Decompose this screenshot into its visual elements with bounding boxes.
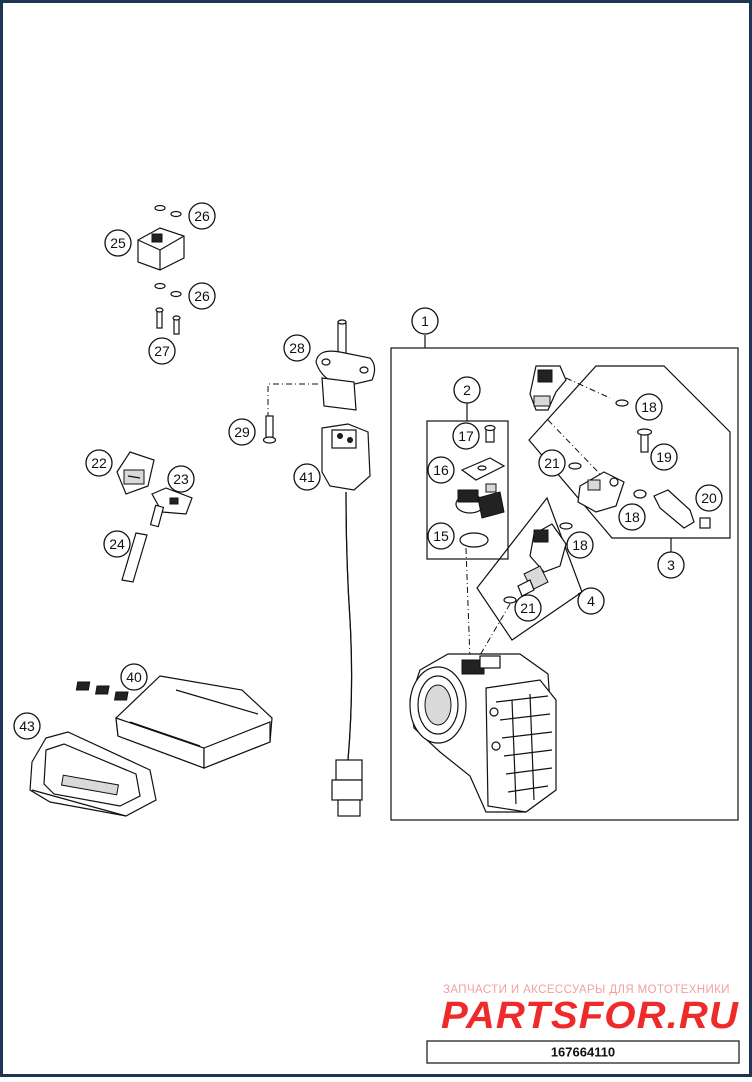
part-tps-sensor (455, 483, 505, 519)
callout-21-low: 21 (514, 594, 542, 622)
callout-23: 23 (167, 465, 195, 493)
svg-text:26: 26 (194, 208, 210, 224)
svg-text:21: 21 (544, 455, 560, 471)
svg-text:27: 27 (154, 343, 170, 359)
subassembly-box-3 (528, 365, 731, 539)
callout-18-mid: 18 (618, 503, 646, 531)
leader-4-body (475, 603, 511, 663)
svg-text:4: 4 (587, 593, 595, 609)
part-fuel-rail (577, 471, 625, 513)
leader-28-29 (267, 383, 318, 416)
svg-text:43: 43 (19, 718, 35, 734)
reference-number: 167664110 (551, 1045, 615, 1060)
callout-1: 1 (411, 307, 439, 335)
part-25-sensor (137, 204, 185, 335)
part-1-throttle-body (409, 653, 557, 813)
svg-text:16: 16 (433, 462, 449, 478)
callout-26-top: 26 (188, 202, 216, 230)
part-21-seal (568, 462, 582, 470)
part-16-plate (460, 457, 506, 481)
part-18-oring (633, 489, 647, 499)
callout-28: 28 (283, 334, 311, 362)
part-29-bolt (262, 415, 277, 444)
svg-text:26: 26 (194, 288, 210, 304)
leader-injector (565, 377, 611, 399)
callout-29: 29 (228, 418, 256, 446)
svg-text:25: 25 (110, 235, 126, 251)
callout-18-top: 18 (635, 393, 663, 421)
callout-18-low: 18 (566, 531, 594, 559)
part-40-ecu (75, 675, 273, 769)
part-18-seal (615, 399, 629, 407)
svg-text:22: 22 (91, 455, 107, 471)
part-4-injector (503, 522, 573, 604)
svg-text:17: 17 (458, 428, 474, 444)
callout-20: 20 (695, 484, 723, 512)
callout-2: 2 (453, 376, 481, 404)
svg-text:20: 20 (701, 490, 717, 506)
part-43-holder (29, 731, 157, 817)
svg-text:3: 3 (667, 557, 675, 573)
part-23-sensor (149, 487, 193, 528)
callout-3: 3 (657, 551, 685, 579)
part-24-hose (121, 532, 148, 583)
callout-27: 27 (148, 337, 176, 365)
callout-16: 16 (427, 456, 455, 484)
callout-25: 25 (104, 229, 132, 257)
leader-2-body (465, 547, 471, 661)
part-15-oring (459, 532, 489, 548)
callout-21-top: 21 (538, 449, 566, 477)
callout-19: 19 (650, 443, 678, 471)
svg-text:15: 15 (433, 528, 449, 544)
svg-text:41: 41 (299, 469, 315, 485)
watermark-brand: PARTSFOR.RU (441, 995, 740, 1037)
callout-43: 43 (13, 712, 41, 740)
svg-text:18: 18 (641, 399, 657, 415)
svg-text:40: 40 (126, 669, 142, 685)
svg-text:24: 24 (109, 536, 125, 552)
svg-text:2: 2 (463, 382, 471, 398)
part-28-sensor (315, 319, 376, 411)
assembly-box-1 (390, 347, 739, 821)
callout-26-low: 26 (188, 282, 216, 310)
callout-41: 41 (293, 463, 321, 491)
watermark-tagline: ЗАПЧАСТИ И АКСЕССУАРЫ ДЛЯ МОТОТЕХНИКИ (443, 984, 730, 996)
callout-22: 22 (85, 449, 113, 477)
part-17-screw (484, 424, 496, 443)
part-22-connector (116, 451, 155, 495)
callout-24: 24 (103, 530, 131, 558)
svg-text:19: 19 (656, 449, 672, 465)
svg-text:18: 18 (624, 509, 640, 525)
svg-text:23: 23 (173, 471, 189, 487)
callout-17: 17 (452, 422, 480, 450)
svg-text:28: 28 (289, 340, 305, 356)
reference-box (426, 1040, 740, 1064)
svg-text:29: 29 (234, 424, 250, 440)
callout-40: 40 (120, 663, 148, 691)
svg-text:1: 1 (421, 313, 429, 329)
part-injector-top (529, 365, 567, 411)
svg-text:18: 18 (572, 537, 588, 553)
svg-text:21: 21 (520, 600, 536, 616)
part-20-fitting (653, 489, 711, 529)
callout-15: 15 (427, 522, 455, 550)
part-19-bolt (636, 428, 653, 453)
part-41-cable (321, 423, 371, 817)
callout-4: 4 (577, 587, 605, 615)
